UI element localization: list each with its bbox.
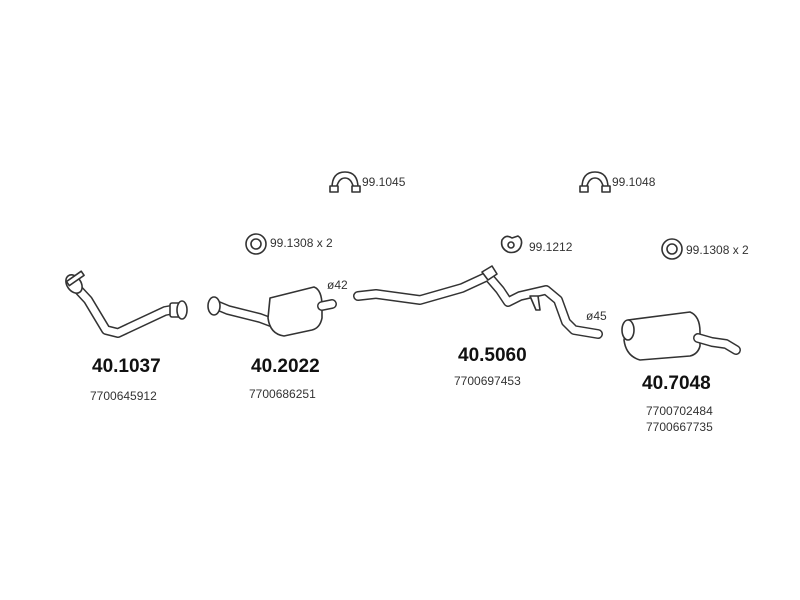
- clamp-99-1045-icon: [329, 171, 361, 193]
- clamp-99-1048-icon: [579, 171, 611, 193]
- front-silencer-drawing: [207, 286, 337, 337]
- gasket-ring-left-icon: [245, 233, 267, 255]
- front-pipe-drawing: [65, 270, 188, 338]
- part-number-rear-silencer: 40.7048: [642, 373, 711, 394]
- accessory-code-99-1045: 99.1045: [362, 175, 406, 189]
- intermediate-pipe-drawing: [353, 265, 603, 339]
- oem-number-rear-silencer-2: 7700667735: [646, 420, 713, 434]
- diameter-label-45: ø45: [586, 309, 607, 323]
- oem-number-intermediate-pipe: 7700697453: [454, 374, 521, 388]
- accessory-code-99-1048: 99.1048: [612, 175, 656, 189]
- accessory-code-gasket-left: 99.1308 x 2: [270, 236, 333, 250]
- rubber-mount-icon: [500, 235, 523, 254]
- rear-silencer-drawing: [621, 311, 741, 361]
- part-number-front-pipe: 40.1037: [92, 356, 161, 377]
- part-number-front-silencer: 40.2022: [251, 356, 320, 377]
- accessory-code-99-1212: 99.1212: [529, 240, 573, 254]
- oem-number-front-silencer: 7700686251: [249, 387, 316, 401]
- oem-number-front-pipe: 7700645912: [90, 389, 157, 403]
- accessory-code-gasket-right: 99.1308 x 2: [686, 243, 749, 257]
- oem-number-rear-silencer-1: 7700702484: [646, 404, 713, 418]
- gasket-ring-right-icon: [661, 238, 683, 260]
- diameter-label-42: ø42: [327, 278, 348, 292]
- part-number-intermediate-pipe: 40.5060: [458, 345, 527, 366]
